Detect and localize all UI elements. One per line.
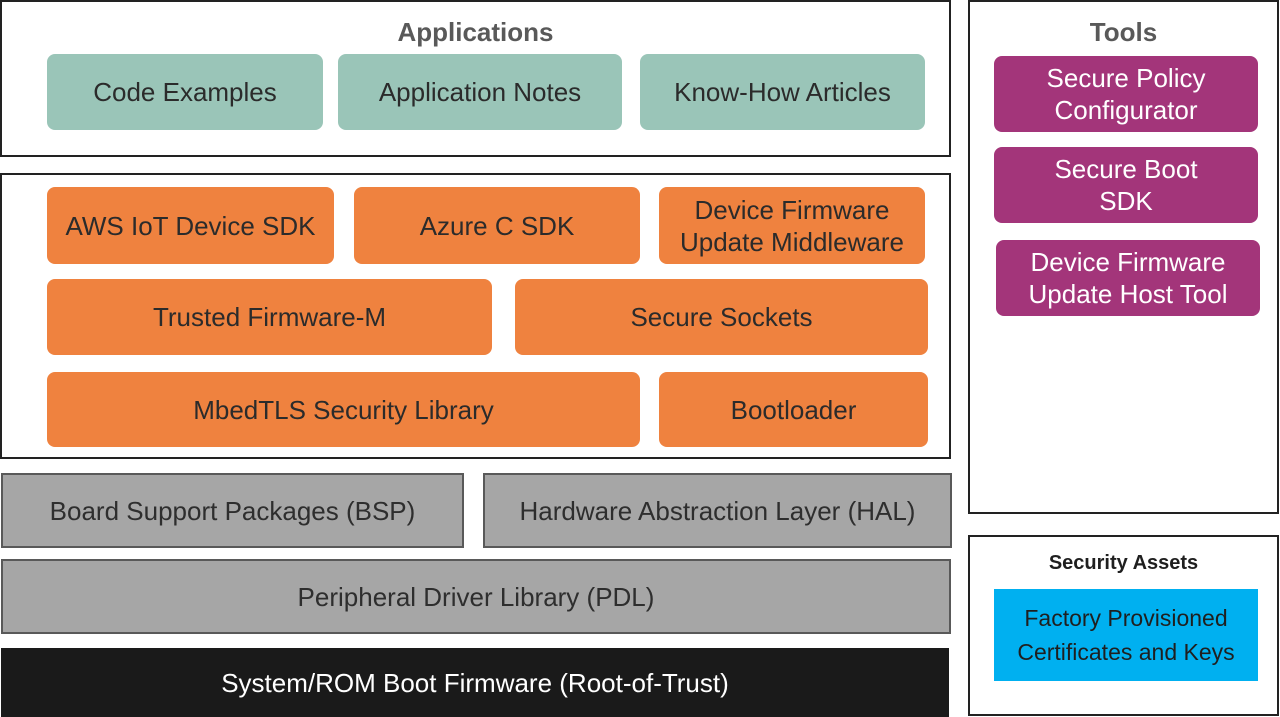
secure-boot-sdk-block: Secure Boot SDK (994, 147, 1258, 223)
middleware-panel: AWS IoT Device SDK Azure C SDK Device Fi… (0, 173, 951, 459)
bootloader-block: Bootloader (659, 372, 928, 447)
tools-panel: Tools Secure Policy Configurator Secure … (968, 0, 1279, 514)
bsp-block: Board Support Packages (BSP) (1, 473, 464, 548)
pdl-block: Peripheral Driver Library (PDL) (1, 559, 951, 634)
device-firmware-update-middleware-block: Device Firmware Update Middleware (659, 187, 925, 264)
azure-c-sdk-block: Azure C SDK (354, 187, 640, 264)
trusted-firmware-m-block: Trusted Firmware-M (47, 279, 492, 355)
device-firmware-update-host-tool-block: Device Firmware Update Host Tool (996, 240, 1260, 316)
secure-policy-configurator-block: Secure Policy Configurator (994, 56, 1258, 132)
code-examples-block: Code Examples (47, 54, 323, 130)
factory-provisioned-certificates-block: Factory Provisioned Certificates and Key… (994, 589, 1258, 681)
root-of-trust-block: System/ROM Boot Firmware (Root-of-Trust) (1, 648, 949, 717)
aws-iot-device-sdk-block: AWS IoT Device SDK (47, 187, 334, 264)
application-notes-block: Application Notes (338, 54, 622, 130)
applications-panel: Applications Code Examples Application N… (0, 0, 951, 157)
tools-title: Tools (1089, 17, 1158, 47)
hal-block: Hardware Abstraction Layer (HAL) (483, 473, 952, 548)
security-assets-panel: Security Assets Factory Provisioned Cert… (968, 535, 1279, 716)
secure-sockets-block: Secure Sockets (515, 279, 928, 355)
security-assets-title: Security Assets (1048, 552, 1199, 574)
mbedtls-security-library-block: MbedTLS Security Library (47, 372, 640, 447)
applications-title: Applications (397, 17, 554, 47)
know-how-articles-block: Know-How Articles (640, 54, 925, 130)
